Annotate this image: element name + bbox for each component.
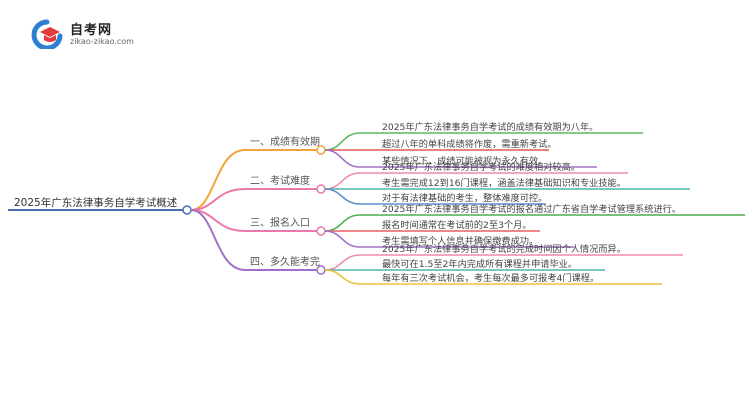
branch-topic: 四、多久能考完 [250, 255, 320, 268]
leaf-connector [324, 188, 546, 205]
root-topic: 2025年广东法律事务自学考试概述 [14, 196, 178, 209]
leaf-text: 2025年广东法律事务自学考试的成绩有效期为八年。 [382, 121, 598, 133]
logo-title: 自考网 [70, 23, 113, 38]
branch-connector [190, 149, 246, 211]
leaf-text: 超过八年的单科成绩将作废，需重新考试。 [382, 138, 557, 150]
branch-connector-node [316, 226, 326, 236]
leaf-connector [324, 269, 662, 285]
leaf-text: 最快可在1.5至2年内完成所有课程并申请毕业。 [382, 258, 577, 270]
graduation-cap-icon [31, 19, 63, 49]
site-logo[interactable]: 自考网 zikao-zikao.com [30, 17, 200, 51]
branch-connector-node [316, 145, 326, 155]
branch-connector [190, 188, 246, 211]
branch-topic: 二、考试难度 [250, 174, 310, 187]
leaf-text: 2025年广东法律事务自学考试的完成时间因个人情况而异。 [382, 243, 626, 255]
leaf-text: 报名时间通常在考试前的2至3个月。 [382, 219, 532, 231]
branch-topic: 三、报名入口 [250, 216, 310, 229]
branch-connector [190, 209, 246, 271]
leaf-connector [324, 149, 597, 168]
leaf-connector [324, 230, 574, 248]
branch-connector-node [316, 184, 326, 194]
leaf-text: 2025年广东法律事务自学考试的报名通过广东省自学考试管理系统进行。 [382, 203, 681, 215]
leaf-text: 对于有法律基础的考生，整体难度可控。 [382, 192, 547, 204]
leaf-text: 2025年广东法律事务自学考试的难度相对较高。 [382, 161, 580, 173]
logo-subtitle: zikao-zikao.com [70, 37, 134, 46]
branch-topic: 一、成绩有效期 [250, 135, 320, 148]
leaf-text: 考生需填写个人信息并确保缴费成功。 [382, 235, 538, 247]
leaf-text: 每年有三次考试机会，考生每次最多可报考4门课程。 [382, 272, 599, 284]
leaf-text: 某些情况下，成绩可能被视为永久有效。 [382, 155, 547, 167]
branch-connector-node [316, 265, 326, 275]
root-connector-node [182, 205, 192, 215]
leaf-text: 考生需完成12到16门课程，涵盖法律基础知识和专业技能。 [382, 177, 626, 189]
